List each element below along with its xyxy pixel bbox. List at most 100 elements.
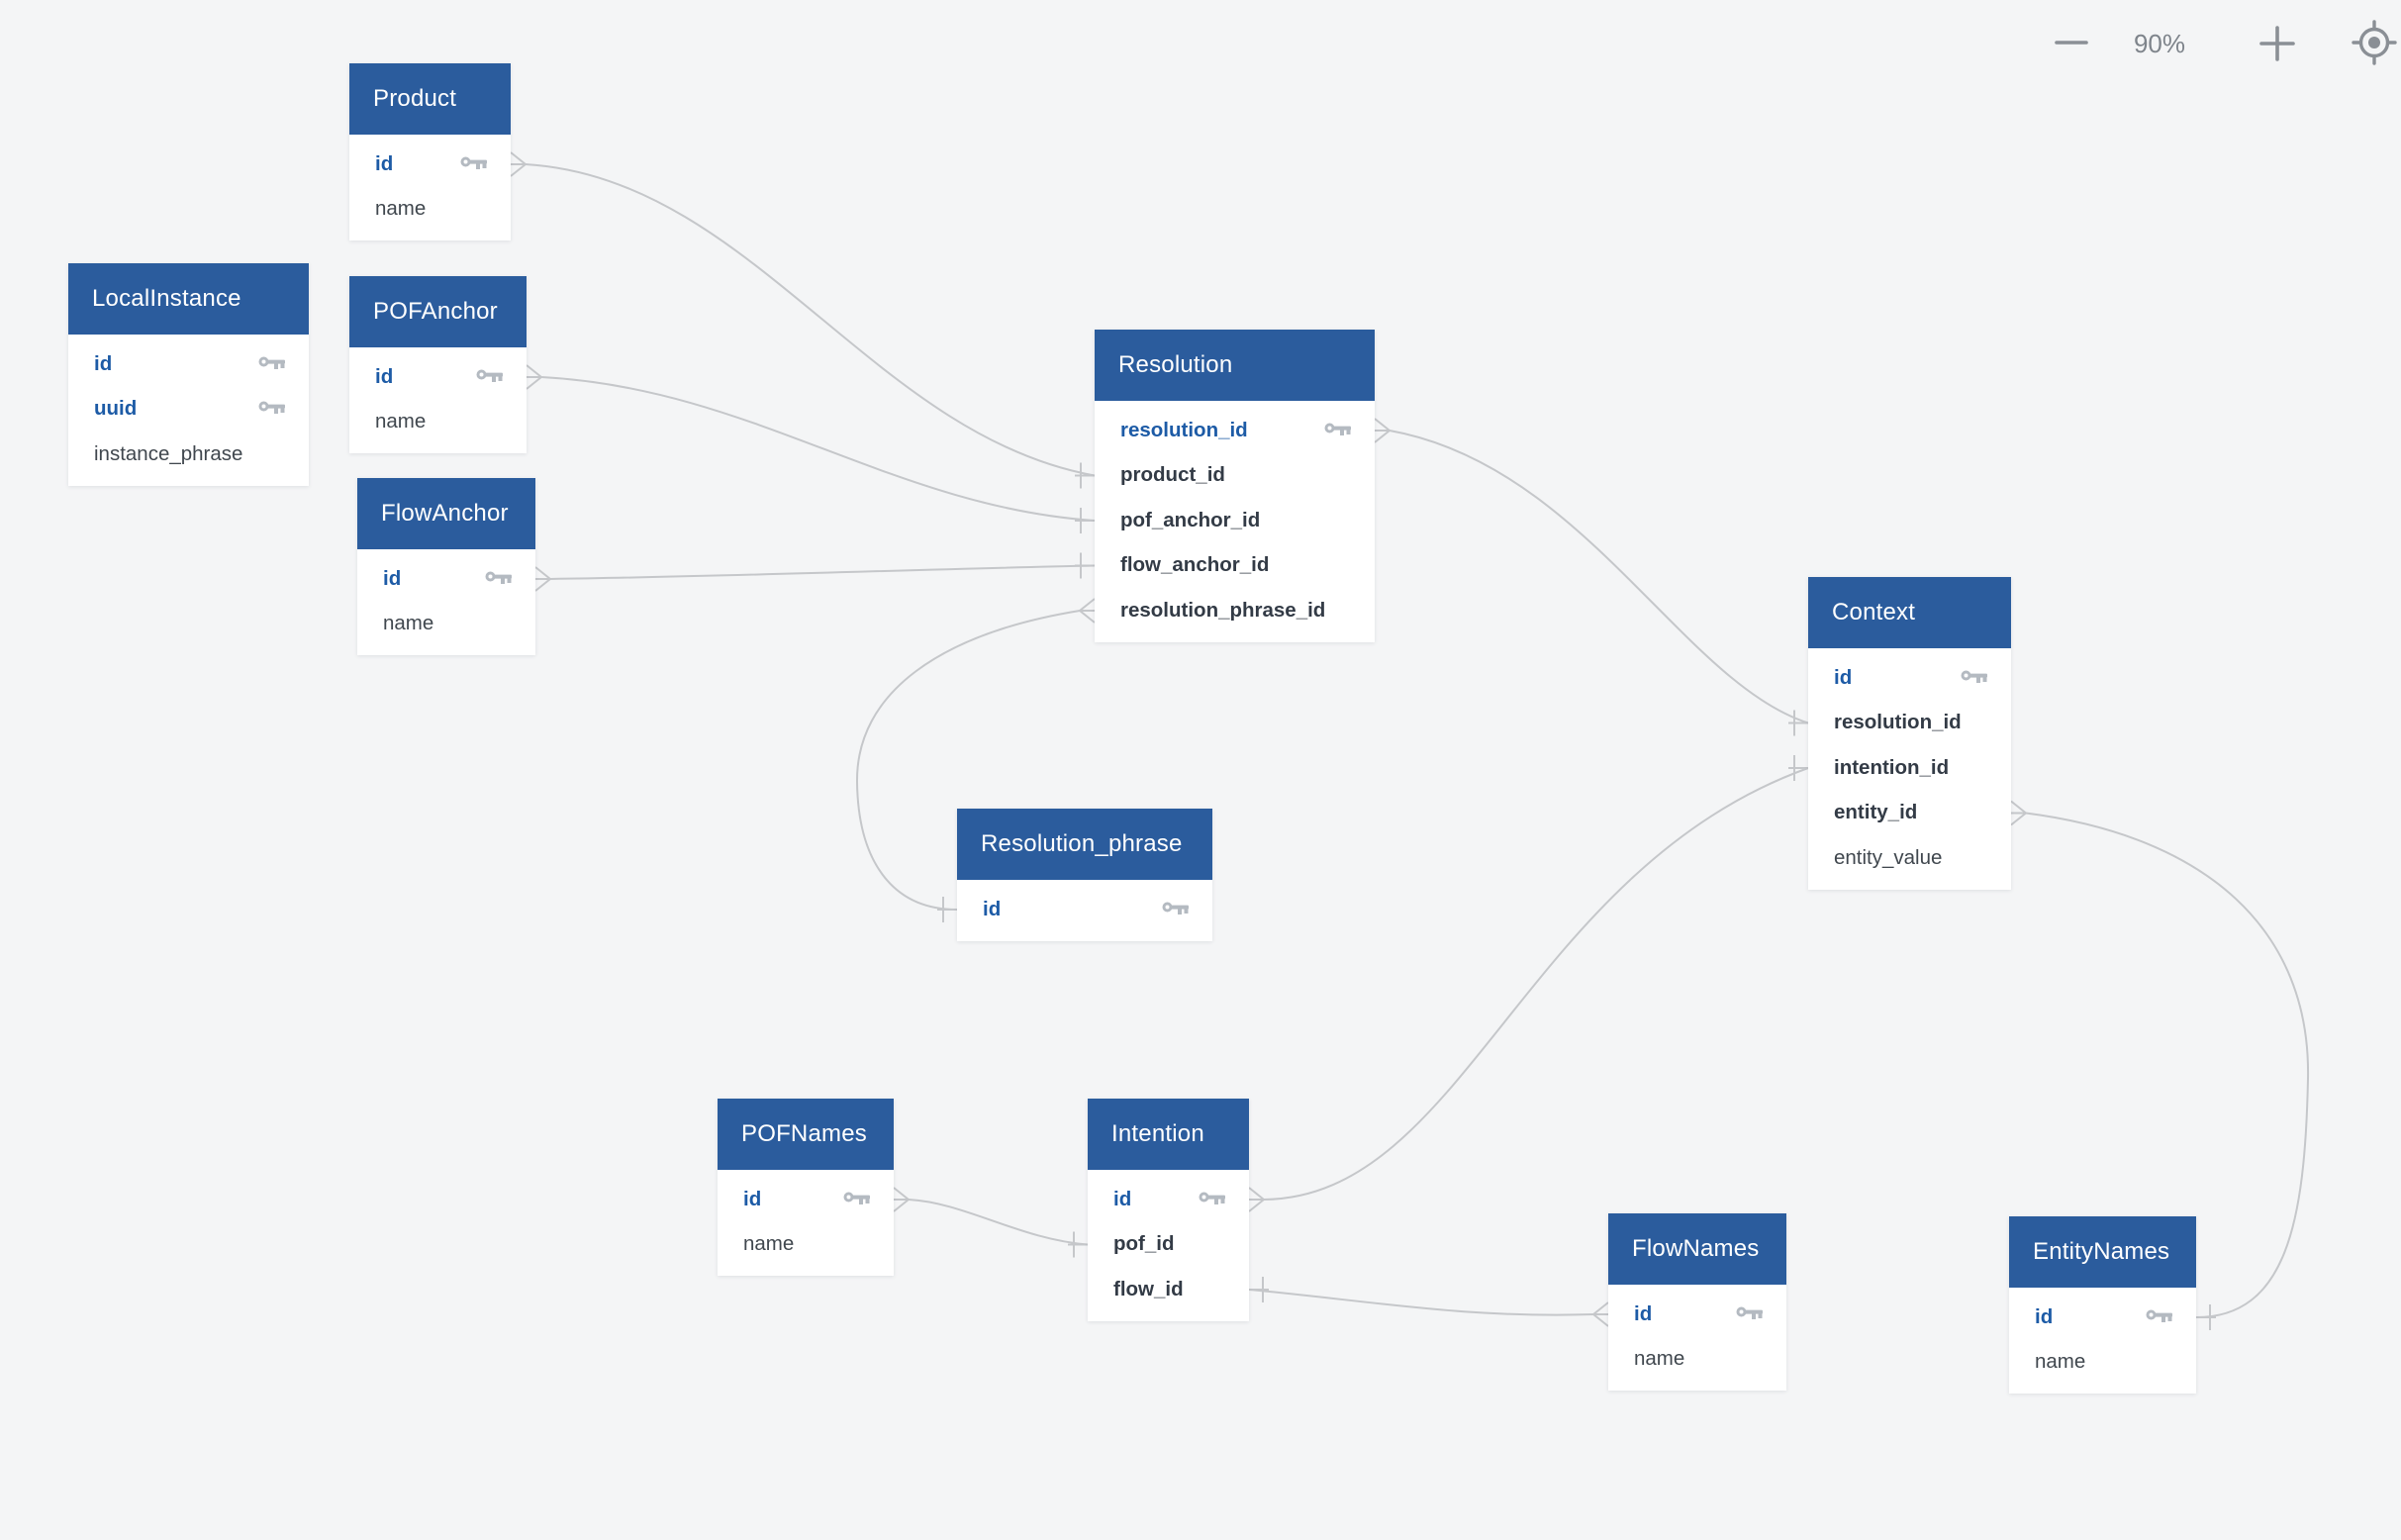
- column-row-name: name: [349, 400, 527, 445]
- one-tick-marker: [1249, 1277, 1269, 1302]
- relationship-edge-intention.flow-id-to-flownames.id: [1248, 1289, 1594, 1316]
- relationship-edge-intention.id-to-context.intention-id: [1263, 767, 1809, 1201]
- table-columns: id name: [349, 135, 511, 241]
- table-title-localinstance: LocalInstance: [68, 263, 309, 335]
- relationship-edge-resolution.resolution-id-to-context.resolution-id: [1389, 430, 1809, 724]
- column-row-id: id: [1808, 655, 2011, 701]
- relationship-edge-product.id-to-resolution.product-id: [525, 163, 1096, 477]
- relationship-edge-resolution.resolution-phrase-id-to-resolution-phrase.id: [855, 610, 1081, 911]
- key-icon: [1736, 1302, 1763, 1326]
- minus-icon: [2055, 41, 2088, 45]
- column-name: product_id: [1120, 463, 1225, 486]
- one-tick-marker: [1075, 552, 1095, 579]
- center-view-button[interactable]: [2352, 20, 2397, 65]
- key-icon: [476, 365, 503, 389]
- column-row-entity-id: entity_id: [1808, 791, 2011, 836]
- table-title-resolution-phrase: Resolution_phrase: [957, 809, 1212, 880]
- column-name: flow_id: [1113, 1277, 1184, 1300]
- column-row-pof-anchor-id: pof_anchor_id: [1095, 498, 1375, 543]
- table-title-flowanchor: FlowAnchor: [357, 478, 535, 549]
- column-name: name: [2035, 1350, 2086, 1373]
- table-title-pofanchor: POFAnchor: [349, 276, 527, 347]
- column-name: entity_value: [1834, 845, 1943, 869]
- zoom-level-label: 90%: [2133, 29, 2186, 58]
- crow-foot-marker: [1248, 1187, 1265, 1212]
- crow-foot-marker: [893, 1187, 910, 1212]
- column-name: name: [383, 612, 434, 634]
- relationship-edge-pofanchor.id-to-resolution.pof-anchor-id: [540, 376, 1096, 522]
- crow-foot-marker: [534, 566, 551, 592]
- column-row-name: name: [718, 1222, 894, 1268]
- zoom-in-button[interactable]: [2259, 26, 2295, 61]
- column-name: pof_id: [1113, 1232, 1175, 1255]
- key-icon: [2146, 1305, 2172, 1329]
- column-name: id: [1634, 1301, 1653, 1325]
- column-name: id: [983, 897, 1002, 920]
- column-name: instance_phrase: [94, 441, 243, 465]
- column-name: name: [375, 197, 427, 220]
- table-title-intention: Intention: [1088, 1099, 1249, 1170]
- column-row-pof-id: pof_id: [1088, 1222, 1249, 1268]
- plus-icon: [2259, 26, 2295, 61]
- table-columns: id: [957, 880, 1212, 941]
- crow-foot-marker: [510, 151, 527, 177]
- key-icon: [258, 352, 285, 376]
- column-row-resolution-phrase-id: resolution_phrase_id: [1095, 588, 1375, 633]
- table-title-product: Product: [349, 63, 511, 135]
- zoom-toolbar: 90%: [0, 0, 2401, 89]
- table-title-pofnames: POFNames: [718, 1099, 894, 1170]
- column-name: id: [94, 351, 113, 375]
- relationship-edge-context.entity-id-to-entitynames.id: [2025, 812, 2310, 1318]
- table-card-pofanchor[interactable]: POFAnchor id name: [349, 276, 527, 453]
- key-icon: [258, 397, 285, 421]
- column-row-id: id: [349, 142, 511, 187]
- table-title-resolution: Resolution: [1095, 330, 1375, 401]
- table-columns: id name: [349, 347, 527, 453]
- crow-foot-marker: [1079, 598, 1096, 624]
- column-row-id: id: [349, 354, 527, 400]
- one-tick-marker: [1788, 755, 1808, 781]
- table-card-product[interactable]: Product id name: [349, 63, 511, 241]
- one-tick-marker: [937, 897, 957, 922]
- key-icon: [485, 567, 512, 591]
- key-icon: [1199, 1188, 1225, 1211]
- column-name: name: [375, 410, 427, 433]
- key-icon: [460, 152, 487, 176]
- key-icon: [1324, 419, 1351, 442]
- column-name: intention_id: [1834, 755, 1950, 779]
- zoom-out-button[interactable]: [2055, 26, 2088, 59]
- column-row-id: id: [718, 1177, 894, 1222]
- column-row-entity-value: entity_value: [1808, 835, 2011, 881]
- key-icon: [1162, 898, 1189, 921]
- column-name: id: [2035, 1304, 2054, 1328]
- column-row-id: id: [1608, 1292, 1786, 1337]
- one-tick-marker: [2196, 1304, 2216, 1330]
- column-row-id: id: [2009, 1295, 2196, 1340]
- column-name: resolution_phrase_id: [1120, 598, 1326, 622]
- table-title-context: Context: [1808, 577, 2011, 648]
- table-columns: id name: [2009, 1288, 2196, 1394]
- one-tick-marker: [1788, 710, 1808, 736]
- column-name: pof_anchor_id: [1120, 508, 1261, 531]
- crow-foot-marker: [526, 364, 542, 390]
- column-row-intention-id: intention_id: [1808, 745, 2011, 791]
- one-tick-marker: [1068, 1231, 1088, 1258]
- column-name: id: [375, 364, 394, 388]
- crow-foot-marker: [1374, 418, 1391, 443]
- column-row-name: name: [2009, 1340, 2196, 1386]
- column-row-flow-id: flow_id: [1088, 1267, 1249, 1312]
